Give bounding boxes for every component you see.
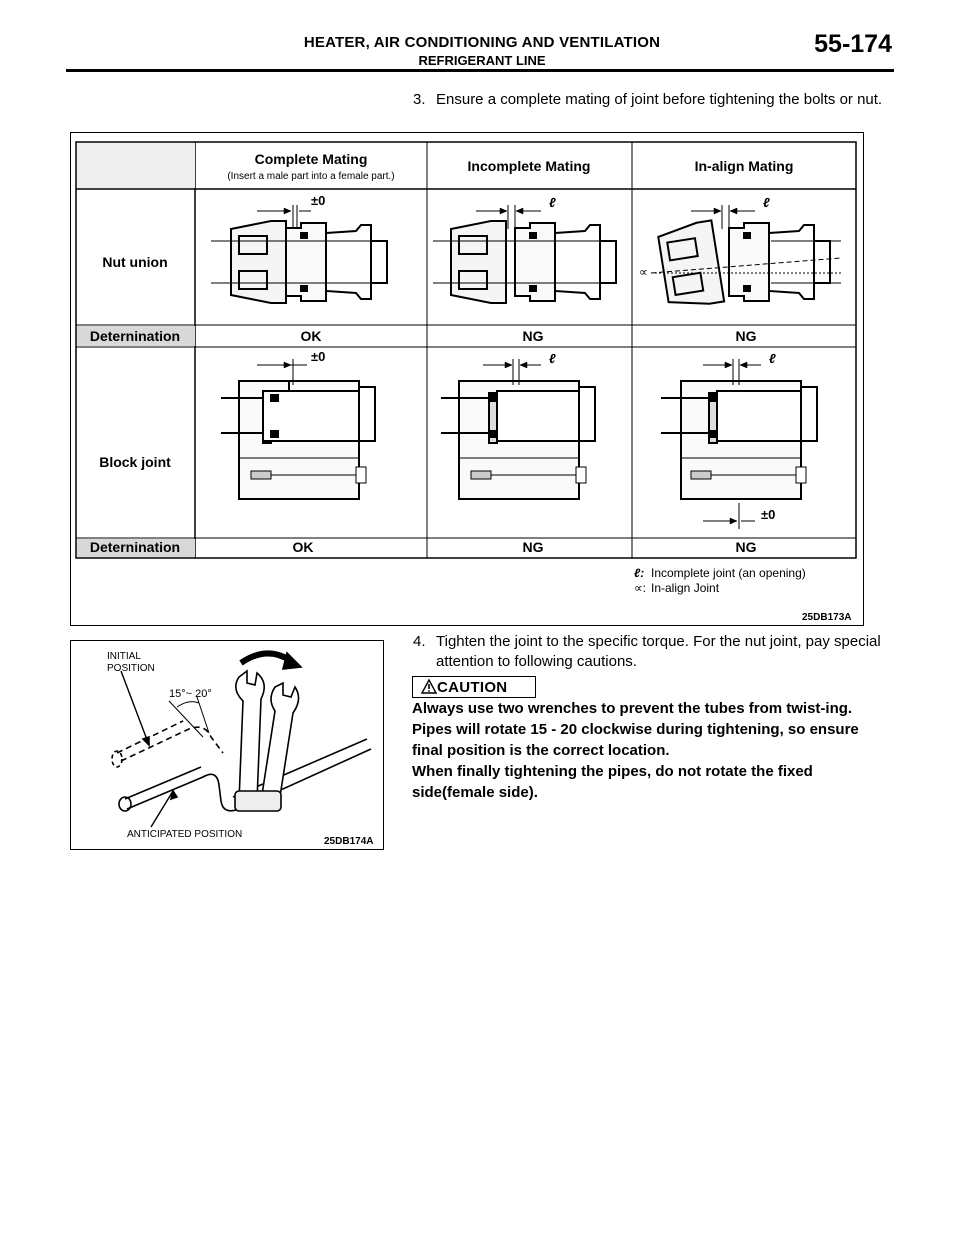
caution-label: CAUTION [437, 679, 508, 696]
col-header-complete-note: (Insert a male part into a female part.) [227, 171, 394, 182]
nut-union-complete-drawing [211, 205, 388, 304]
nut-inalign-dim: ℓ [763, 195, 770, 210]
legend-text-l: Incomplete joint (an opening) [651, 566, 806, 580]
col-header-inalign: In-align Mating [695, 158, 794, 174]
block-result-inalign: NG [736, 539, 757, 555]
subsection-title: REFRIGERANT LINE [418, 53, 546, 68]
section-title: HEATER, AIR CONDITIONING AND VENTILATION [303, 34, 661, 51]
mating-figure: Complete Mating (Insert a male part into… [70, 132, 864, 626]
row-label-nut-union: Nut union [102, 254, 167, 270]
step-text: Ensure a complete mating of joint before… [436, 91, 883, 108]
block-joint-complete-drawing [221, 359, 376, 500]
nut-result-incomplete: NG [523, 328, 544, 344]
nut-inalign-angle: ∝ [639, 265, 648, 279]
wrench-diagram: INITIAL POSITION 15°~ 20° ANTICIPATED PO… [107, 650, 372, 840]
step-number: 4. [413, 633, 426, 650]
nut-result-inalign: NG [736, 328, 757, 344]
block-joint-inalign-drawing [661, 359, 818, 529]
caution-line-1: Always use two wrenches to prevent the t… [412, 700, 853, 717]
step-3: 3. Ensure a complete mating of joint bef… [413, 90, 891, 110]
step-number: 3. [413, 91, 426, 108]
figure-code-2: 25DB174A [324, 836, 374, 847]
block-inalign-dim-l: ℓ [769, 351, 776, 366]
header-rule [66, 69, 894, 72]
wrench-figure: INITIAL POSITION 15°~ 20° ANTICIPATED PO… [70, 640, 384, 850]
legend-symbol-alpha: ∝: [634, 581, 646, 595]
nut-incomplete-dim: ℓ [549, 195, 556, 210]
block-incomplete-dim: ℓ [549, 351, 556, 366]
caution-line-2: Pipes will rotate 15 - 20 clockwise duri… [412, 721, 859, 759]
warning-triangle-icon [421, 679, 437, 694]
block-joint-incomplete-drawing [441, 359, 596, 500]
caution-line-3: When finally tightening the pipes, do no… [412, 763, 813, 801]
label-initial: INITIAL [107, 651, 141, 662]
row-label-determination-2: Deternination [90, 539, 180, 555]
legend-symbol-l: ℓ: [634, 566, 644, 580]
label-angle: 15°~ 20° [169, 688, 212, 700]
legend-text-alpha: In-align Joint [651, 581, 720, 595]
col-header-complete: Complete Mating [255, 151, 368, 167]
page-number: 55-174 [814, 30, 892, 58]
row-label-determination-1: Deternination [90, 328, 180, 344]
nut-union-incomplete-drawing [433, 205, 617, 304]
label-position: POSITION [107, 663, 155, 674]
caution-box: CAUTION [412, 676, 536, 698]
label-anticipated: ANTICIPATED POSITION [127, 829, 242, 840]
nut-complete-dim: ±0 [311, 193, 325, 208]
figure-code-1: 25DB173A [802, 612, 852, 623]
block-inalign-dim-zero: ±0 [761, 507, 775, 522]
step-4: 4. Tighten the joint to the specific tor… [413, 632, 891, 672]
block-result-incomplete: NG [523, 539, 544, 555]
row-label-block-joint: Block joint [99, 454, 171, 470]
block-complete-dim: ±0 [311, 349, 325, 364]
mating-table-diagram: Complete Mating (Insert a male part into… [75, 141, 857, 595]
nut-union-inalign-drawing [650, 205, 842, 305]
col-header-incomplete: Incomplete Mating [468, 158, 591, 174]
nut-result-complete: OK [301, 328, 322, 344]
block-result-complete: OK [293, 539, 314, 555]
caution-text: Always use two wrenches to prevent the t… [412, 698, 892, 803]
step-text: Tighten the joint to the specific torque… [436, 633, 881, 670]
